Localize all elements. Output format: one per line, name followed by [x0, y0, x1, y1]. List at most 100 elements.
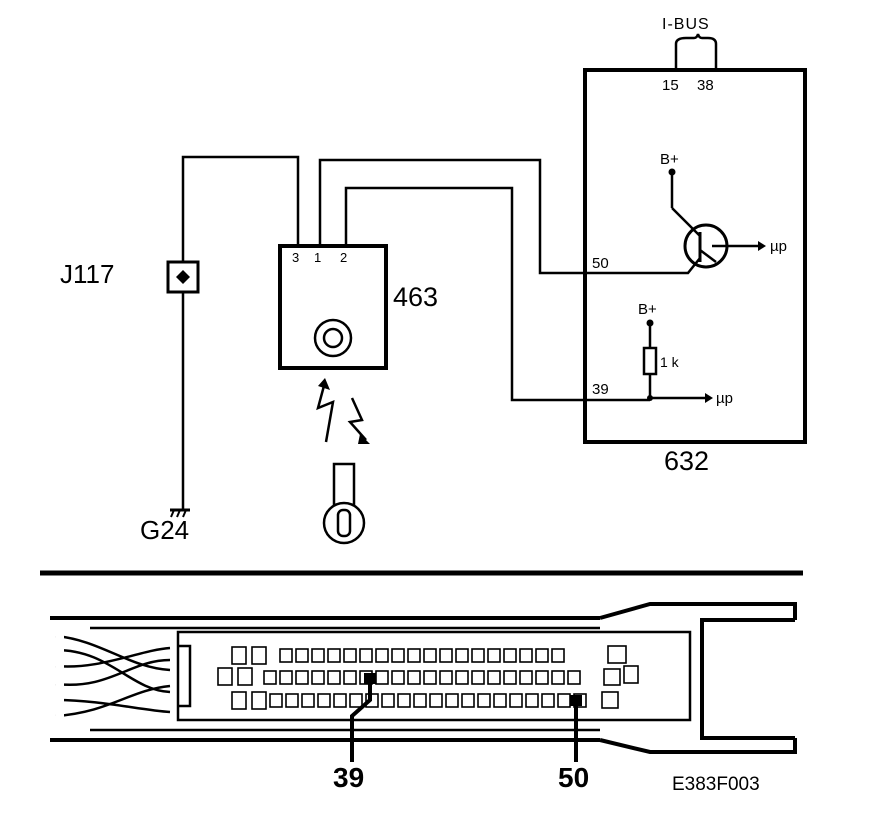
- connector-pin-grid: [217, 645, 639, 710]
- connector-pin: [525, 693, 539, 708]
- connector-pin: [603, 668, 621, 686]
- resistor-icon: [642, 346, 658, 376]
- signal-zigzag-icon-2: [347, 397, 367, 441]
- ibus-pin-38: 38: [697, 77, 714, 94]
- callout-label-39: 39: [333, 762, 364, 793]
- figure-code: E383F003: [672, 774, 760, 795]
- connector-pin: [217, 667, 233, 686]
- connector-pin: [391, 670, 405, 685]
- ibus-brace: [674, 33, 718, 45]
- connector-pin: [423, 648, 437, 663]
- connector-pin: [471, 648, 485, 663]
- connector-pin: [231, 646, 247, 665]
- micro-label-1: µp: [770, 238, 787, 255]
- wire-pin2-pin39: [344, 186, 650, 402]
- connector-pin: [423, 670, 437, 685]
- ibus-pin-15: 15: [662, 77, 679, 94]
- sensor-463-box: [278, 244, 388, 370]
- connector-pin: [455, 648, 469, 663]
- connector-pin: [471, 670, 485, 685]
- connector-pin: [311, 670, 325, 685]
- connector-pin: [607, 645, 627, 664]
- transistor-collector: [671, 207, 701, 237]
- connector-pin: [429, 693, 443, 708]
- callout-leader-39: [350, 678, 372, 762]
- connector-pin: [279, 670, 293, 685]
- sensor-pin-1: 1: [314, 250, 321, 265]
- micro-label-2: µp: [716, 390, 733, 407]
- connector-pin: [349, 693, 363, 708]
- connector-pin: [503, 648, 517, 663]
- connector-pin: [623, 665, 639, 684]
- connector-pin: [551, 648, 565, 663]
- key-icon: [332, 462, 356, 510]
- transistor-emitter: [699, 249, 717, 263]
- module-632-box: [583, 68, 807, 444]
- connector-pin: [487, 670, 501, 685]
- ibus-label: I-BUS: [662, 16, 710, 33]
- connector-pin: [279, 648, 293, 663]
- supply-b-plus-1: B+: [660, 151, 679, 168]
- connector-pin: [295, 648, 309, 663]
- connector-pin: [551, 670, 565, 685]
- connector-pin: [251, 691, 267, 710]
- sensor-pin-3: 3: [292, 250, 299, 265]
- module-pin-50: 50: [592, 255, 609, 272]
- connector-pin: [343, 670, 357, 685]
- module-pin-39: 39: [592, 381, 609, 398]
- transistor-output-arrow: [758, 241, 766, 251]
- connector-pin: [333, 693, 347, 708]
- connector-pin: [327, 670, 341, 685]
- connector-pin: [557, 693, 571, 708]
- ground-label: G24: [140, 515, 189, 545]
- connector-pin: [375, 648, 389, 663]
- pin39-output-arrow: [705, 393, 713, 403]
- connector-pin: [519, 670, 533, 685]
- wire-pin3-j117: [181, 155, 300, 262]
- connector-pin: [391, 648, 405, 663]
- connector-pin: [413, 693, 427, 708]
- wire-pin1-pin50: [318, 158, 701, 275]
- connector-pin: [439, 670, 453, 685]
- connector-pin: [311, 648, 325, 663]
- connector-pin: [317, 693, 331, 708]
- connector-pin: [439, 648, 453, 663]
- supply-b-plus-2: B+: [638, 301, 657, 318]
- connector-pin: [359, 648, 373, 663]
- ecu-connector-drawing: [50, 602, 797, 754]
- connector-pin: [487, 648, 501, 663]
- connector-pin: [263, 670, 277, 685]
- sensor-label: 463: [393, 282, 438, 312]
- connector-pin: [269, 693, 283, 708]
- connector-pin: [295, 670, 309, 685]
- sensor-coil-icon: [313, 318, 353, 358]
- connector-pin: [375, 670, 389, 685]
- connector-pin: [535, 670, 549, 685]
- connector-pin: [397, 693, 411, 708]
- connector-pin: [231, 691, 247, 710]
- connector-pin: [535, 648, 549, 663]
- connector-pin: [285, 693, 299, 708]
- connector-pin: [445, 693, 459, 708]
- pin-39-marker: [364, 673, 376, 684]
- pin-50-marker: [570, 695, 582, 706]
- connector-pin: [407, 670, 421, 685]
- connector-pin: [567, 670, 581, 685]
- connector-pin: [509, 693, 523, 708]
- connector-pin: [251, 646, 267, 665]
- module-632-label: 632: [664, 446, 709, 476]
- connector-pin: [519, 648, 533, 663]
- connector-pin: [237, 667, 253, 686]
- connector-pin: [461, 693, 475, 708]
- connector-pin: [477, 693, 491, 708]
- connector-pin: [301, 693, 315, 708]
- connector-pin: [407, 648, 421, 663]
- callout-label-50: 50: [558, 762, 589, 793]
- connector-pin: [343, 648, 357, 663]
- connector-pin: [493, 693, 507, 708]
- junction-dot: [176, 270, 190, 284]
- junction-label: J117: [60, 259, 114, 289]
- signal-zigzag-icon-1: [316, 381, 335, 443]
- connector-pin: [503, 670, 517, 685]
